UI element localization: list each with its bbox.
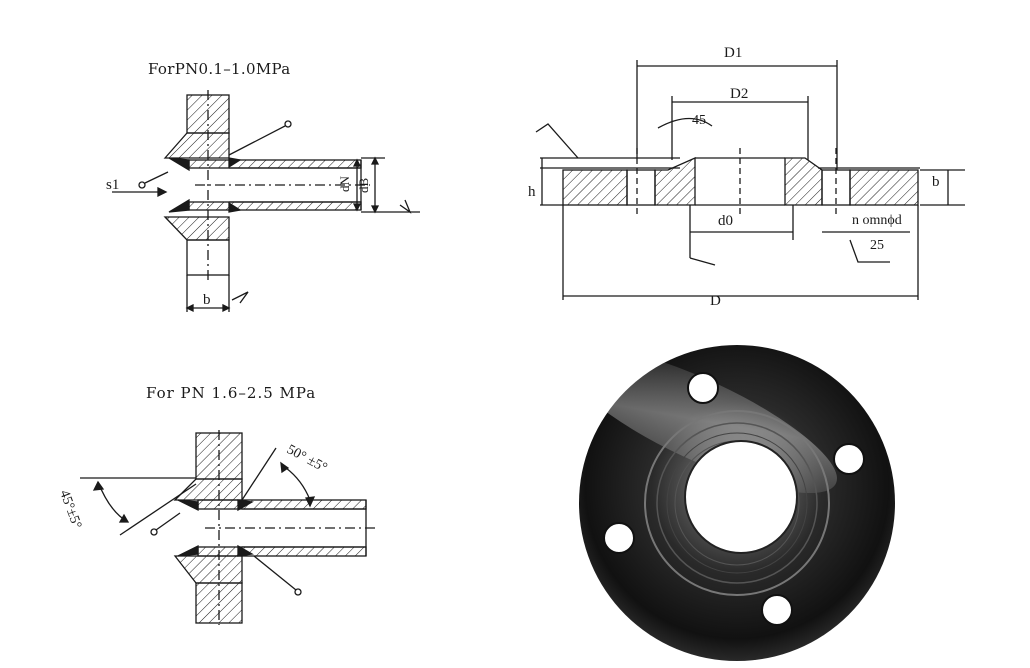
chamfer-label: 45 [692,113,706,128]
thickness-label: b [932,174,940,190]
wall-thickness-label: s1 [106,177,119,193]
groove-angle-label: 50° ±5° [284,442,329,476]
nominal-diameter-label: dN [337,176,352,193]
weld-detail-low-pressure [112,90,420,313]
flange-thickness-label: b [203,292,211,308]
d2-label: D2 [730,86,748,102]
flange-section [535,60,965,300]
bore-label: d0 [718,213,733,229]
bevel-angle-label: 45°±5° [56,488,84,531]
outer-diameter-label: D [710,293,721,309]
low-pressure-caption: ForPN0.1–1.0MPa [148,60,291,78]
bolt-holes-label: n omnϕd [852,213,902,228]
high-pressure-caption: For PN 1.6–2.5 MPa [146,384,317,402]
bore-diameter-label: dB [356,178,371,194]
roughness-label: 25 [870,238,884,253]
d1-label: D1 [724,45,742,61]
flange-photo [563,345,895,661]
weld-detail-high-pressure [80,430,375,625]
height-label: h [528,184,536,200]
